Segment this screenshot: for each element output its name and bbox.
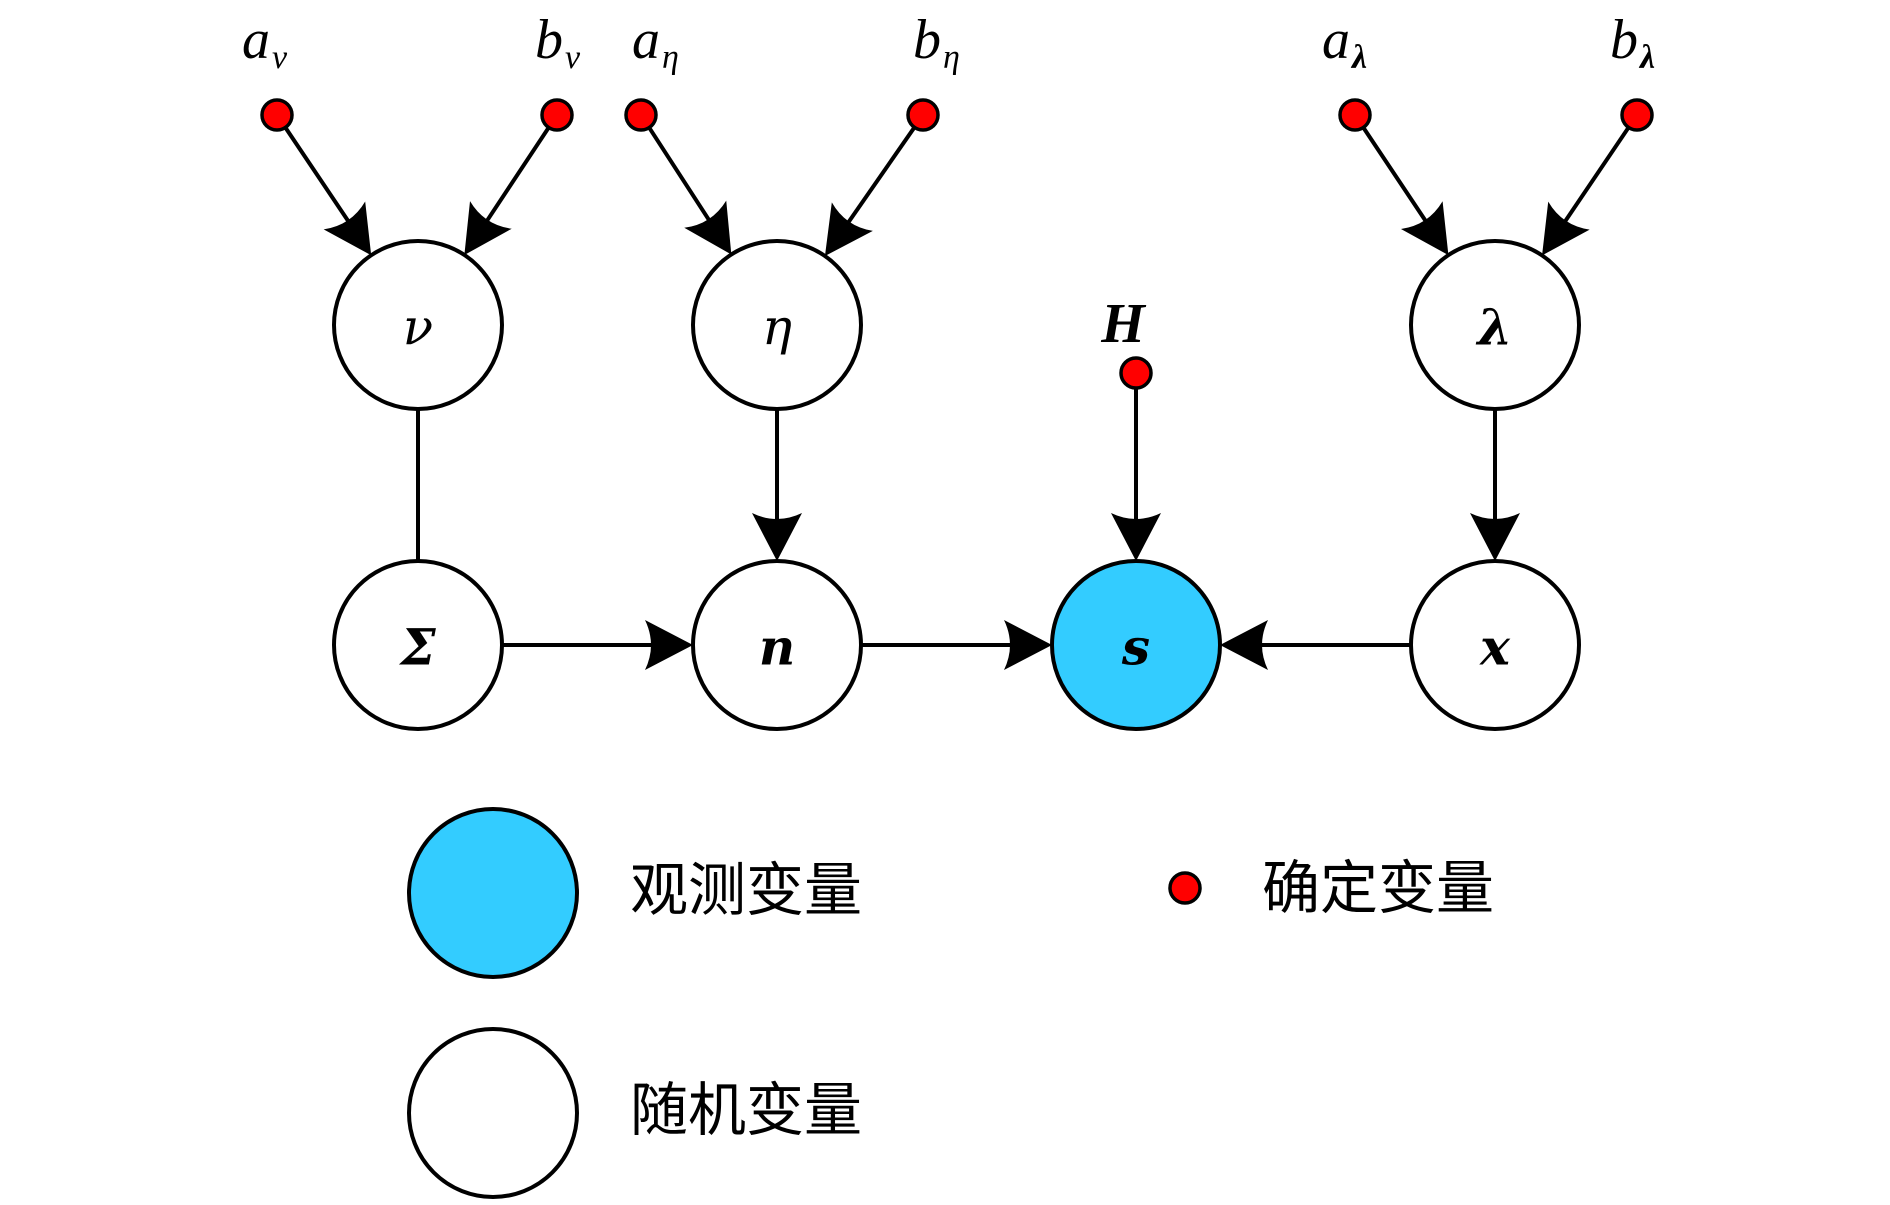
node-x: x [1409, 559, 1581, 731]
observed-node-circle [1050, 559, 1222, 731]
param-main: a [1322, 9, 1350, 71]
edge-a_lambda-to-lambda [1361, 126, 1449, 256]
edge-eta-to-n [752, 409, 802, 561]
random-node-circle [332, 239, 504, 411]
node-label: η [762, 298, 792, 356]
edge-n-to-s [861, 620, 1052, 670]
node-eta: η [691, 239, 863, 411]
deterministic-dot [1119, 356, 1153, 390]
deterministic-dot [906, 98, 940, 132]
deterministic-label: bλ [1610, 9, 1655, 76]
arrowhead-icon [684, 200, 732, 255]
arrowhead-icon [323, 201, 372, 256]
node-Sigma: Σ [332, 559, 504, 731]
legend-deterministic-label: 确定变量 [1262, 854, 1494, 922]
deterministic-label: bν [535, 9, 581, 76]
deterministic-a_lambda: aλ [1322, 9, 1372, 132]
deterministic-a_nu: aν [242, 9, 294, 132]
edge-line [283, 126, 353, 227]
node-label: x [1479, 618, 1511, 677]
param-subscript: λ [1638, 39, 1655, 76]
arrowhead-icon [1220, 620, 1268, 670]
legend-random-swatch [407, 1027, 579, 1199]
param-subscript: λ [1350, 39, 1367, 76]
legend-random-label: 随机变量 [630, 1076, 862, 1144]
param-subscript: η [943, 39, 960, 76]
arrowhead-icon [1004, 620, 1052, 670]
edge-Sigma-to-n [502, 620, 693, 670]
deterministic-label: H [1100, 293, 1146, 355]
node-label: n [759, 618, 795, 677]
node-n: n [691, 559, 863, 731]
arrowhead-icon [1111, 513, 1161, 561]
deterministic-b_nu: bν [535, 9, 581, 132]
edge-line [647, 126, 714, 226]
edge-lambda-to-x [1470, 409, 1520, 561]
edge-line [843, 126, 917, 228]
arrowhead-icon [645, 620, 693, 670]
random-node-circle [332, 559, 504, 731]
arrowhead-icon [464, 201, 512, 255]
deterministic-label: aν [242, 9, 288, 76]
param-main: b [1610, 9, 1638, 71]
deterministic-dot [624, 98, 658, 132]
param-main: a [242, 9, 270, 71]
node-nu: ν [332, 239, 504, 411]
node-label: s [1121, 618, 1150, 677]
random-node-circle [1409, 239, 1581, 411]
deterministic-b_lambda: bλ [1610, 9, 1655, 132]
edge-b_eta-to-eta [824, 126, 917, 257]
edge-a_eta-to-eta [647, 126, 732, 255]
param-subscript: ν [272, 39, 288, 76]
deterministic-dot [260, 98, 294, 132]
node-label: Σ [398, 618, 436, 677]
deterministic-dot [540, 98, 574, 132]
param-subscript: η [662, 39, 679, 76]
legend-deterministic-swatch [1168, 871, 1202, 905]
param-main: b [535, 9, 563, 71]
arrowhead-icon [1542, 201, 1590, 256]
deterministic-dot [1620, 98, 1654, 132]
edge-b_lambda-to-lambda [1542, 126, 1631, 256]
deterministic-H: H [1100, 293, 1153, 390]
random-node-circle [1409, 559, 1581, 731]
legend-observed-swatch [407, 807, 579, 979]
random-node-circle [691, 239, 863, 411]
deterministic-label: bη [913, 9, 960, 76]
node-label: λ [1475, 298, 1512, 357]
edge-line [1361, 126, 1431, 227]
node-label: ν [403, 298, 433, 356]
deterministic-a_eta: aη [624, 9, 679, 132]
deterministic-label: aη [632, 9, 679, 76]
legend: 观测变量 随机变量 确定变量 [407, 807, 1494, 1199]
edge-x-to-s [1220, 620, 1411, 670]
legend-observed-label: 观测变量 [630, 856, 862, 924]
arrowhead-icon [1400, 201, 1449, 256]
edge-line [1560, 126, 1631, 227]
random-node-circle [691, 559, 863, 731]
param-subscript: ν [565, 39, 581, 76]
deterministic-b_eta: bη [906, 9, 960, 132]
deterministic-label: aλ [1322, 9, 1367, 76]
edges-layer [283, 126, 1631, 670]
edge-line [482, 126, 551, 227]
node-s: s [1050, 559, 1222, 731]
deterministic-dot [1338, 98, 1372, 132]
param-main: b [913, 9, 941, 71]
edge-b_nu-to-nu [464, 126, 551, 255]
edge-a_nu-to-nu [283, 126, 372, 256]
node-lambda: λ [1409, 239, 1581, 411]
arrowhead-icon [824, 202, 873, 257]
param-main: a [632, 9, 660, 71]
edge-H-to-s [1111, 388, 1161, 561]
arrowhead-icon [1470, 513, 1520, 561]
arrowhead-icon [752, 513, 802, 561]
